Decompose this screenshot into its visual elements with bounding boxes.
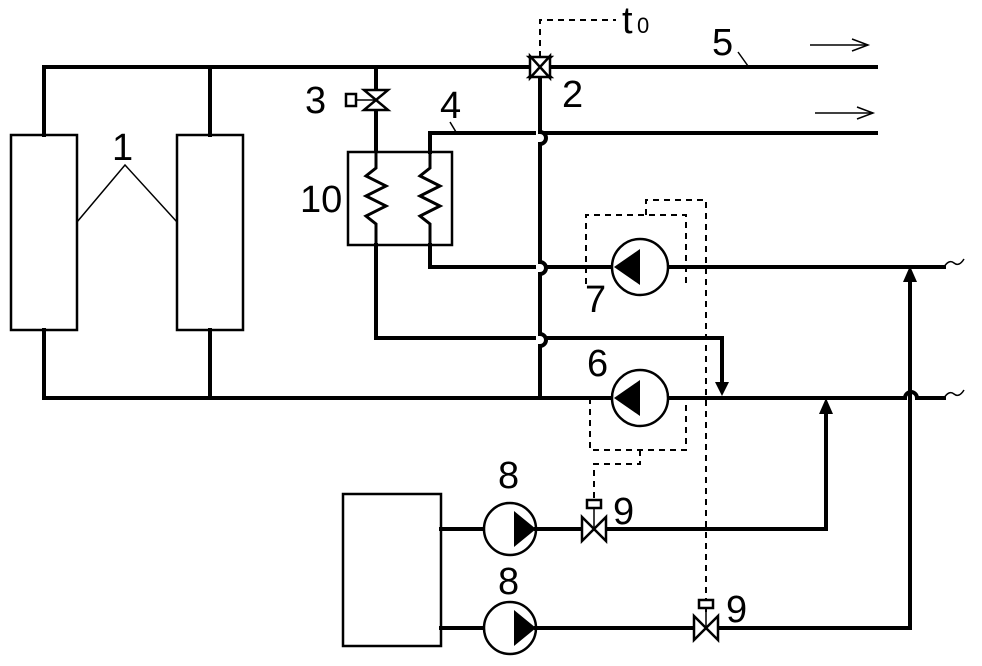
boiler-leader-lines [76,163,178,223]
arrow-down-icon [715,382,729,396]
heat-exchanger [346,150,454,247]
pump-left-lower-arrow [514,610,536,646]
leader-supply [737,51,749,67]
label-heat-exchanger: 10 [300,179,342,221]
arrow-up-mid-icon [819,398,833,414]
label-pump-left-lower: 8 [498,561,519,603]
pump6-control-box [589,398,687,451]
pump-heating-arrow [614,380,640,416]
boiler-right [175,133,245,332]
leader-hot-water [449,121,457,133]
label-pump-hot-water: 7 [585,279,606,321]
pump6-control-line [593,450,641,500]
label-boiler: 1 [112,127,133,169]
pump7-control-box [585,214,687,284]
label-valve-lower: 9 [726,589,747,631]
label-valve: 3 [305,80,326,122]
valve-lower-icon [692,598,720,644]
label-pump-heating: 6 [587,343,608,385]
label-pump-left-upper: 8 [498,455,519,497]
label-three-way-valve: 2 [562,74,583,116]
label-valve-upper: 9 [613,491,634,533]
pump7-control-line [645,199,707,612]
pipe-hot-water-left [428,131,536,154]
pipe-to-return-main [544,336,724,386]
three-way-valve-icon [525,52,555,82]
pipe-exchanger-primary-return [374,243,536,340]
arrow-hot-water-head [856,106,876,120]
coil-primary [362,152,390,245]
storage-tank [341,492,443,648]
pump-hot-water-arrow [614,249,640,285]
pump-left-upper-arrow [514,511,536,547]
sensor-line-t0 [539,19,616,57]
break-hot-return [943,258,965,268]
arrow-supply-head [851,38,871,52]
valve-upper-icon [580,498,608,545]
break-return [943,389,965,399]
label-temp-sensor: t [622,0,633,42]
boiler-left [9,133,79,332]
valve-icon [344,88,392,112]
coil-secondary [416,152,444,245]
pipe-exchanger-secondary [428,243,536,269]
label-temp-sensor-sub: 0 [637,13,649,38]
label-supply-line: 5 [712,22,733,64]
arrow-up-right-icon [903,266,917,282]
label-hot-water-line: 4 [440,85,461,127]
